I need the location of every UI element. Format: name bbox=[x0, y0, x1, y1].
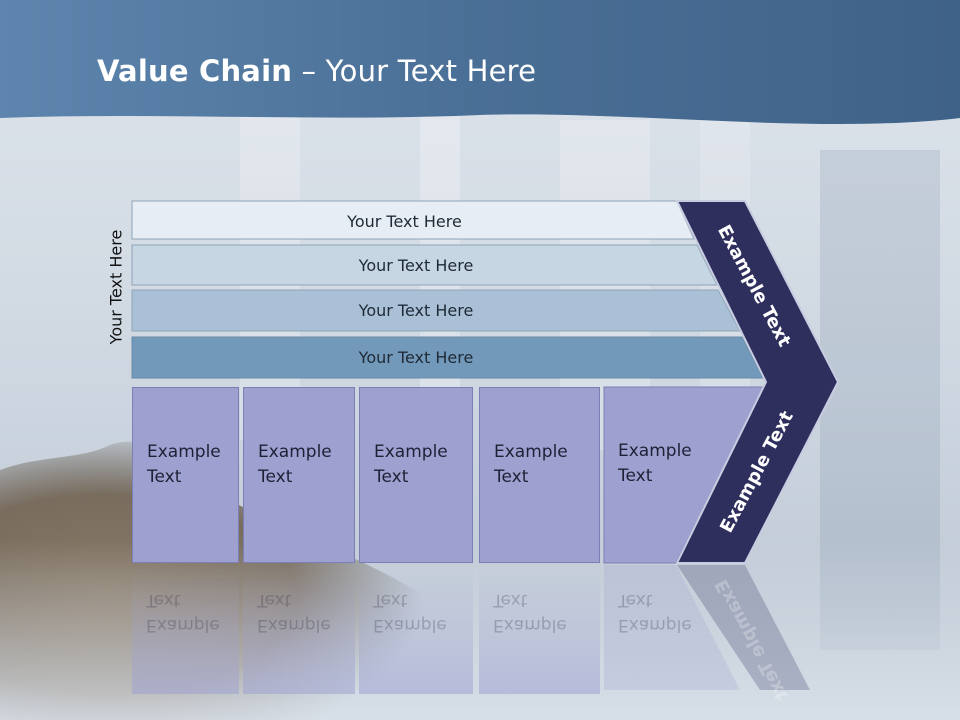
box-1-line1: Example bbox=[147, 442, 221, 462]
band-shape-1 bbox=[131, 200, 695, 240]
box-5-line1: Example bbox=[618, 441, 692, 461]
box-2-line1: Example bbox=[258, 442, 332, 462]
chevron-shape bbox=[675, 200, 840, 564]
box-3-line2: Text bbox=[374, 467, 409, 487]
box-2: Example Text bbox=[243, 387, 355, 563]
box-3: Example Text bbox=[359, 387, 473, 563]
band-label-1: Your Text Here bbox=[347, 211, 462, 231]
box-reflection-5 bbox=[604, 565, 740, 690]
box-2-line2: Text bbox=[258, 467, 293, 487]
band-3: Your Text Here bbox=[132, 290, 700, 330]
box-5-line2: Text bbox=[618, 466, 653, 486]
box-5: Example Text bbox=[604, 387, 714, 563]
band-1: Your Text Here bbox=[132, 201, 677, 241]
box-1: Example Text bbox=[132, 387, 239, 563]
box-4-line2: Text bbox=[494, 467, 529, 487]
box-3-line1: Example bbox=[374, 442, 448, 462]
band-label-4: Your Text Here bbox=[358, 347, 474, 367]
band-label-3: Your Text Here bbox=[358, 300, 474, 320]
box-4: Example Text bbox=[479, 387, 600, 563]
band-shape-2 bbox=[131, 244, 718, 286]
band-4: Your Text Here bbox=[132, 337, 700, 377]
slide-title: Value Chain – Your Text Here bbox=[97, 54, 537, 88]
chevron-reflection bbox=[677, 565, 810, 690]
box-4-line1: Example bbox=[494, 442, 568, 462]
band-2: Your Text Here bbox=[132, 245, 700, 285]
box-1-line2: Text bbox=[147, 467, 182, 487]
band-label-2: Your Text Here bbox=[358, 255, 474, 275]
